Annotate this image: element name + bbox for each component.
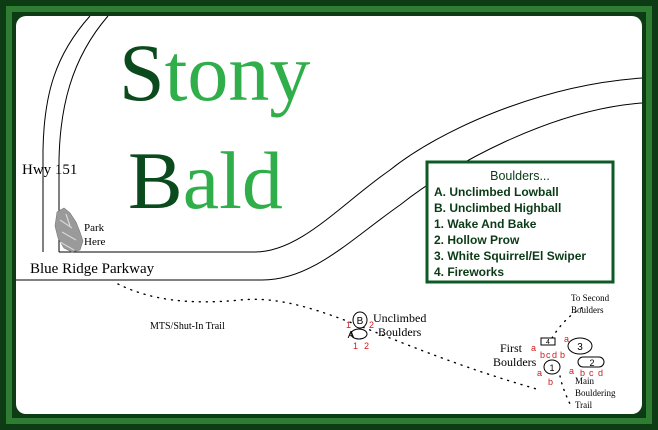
boulder-4-label: 4 xyxy=(546,339,550,346)
parkway-road-bottom-edge xyxy=(16,102,643,281)
legend-item-4: 4. Fireworks xyxy=(434,265,504,279)
main-trail-label-line3: Trail xyxy=(575,400,593,410)
parking-label-line1: Park xyxy=(84,222,105,234)
main-trail-label-line1: Main xyxy=(575,376,594,386)
legend-item-2: 2. Hollow Prow xyxy=(434,233,520,247)
to-second-trail xyxy=(551,305,586,339)
boulder-1[interactable]: 1 xyxy=(543,359,561,375)
unclimbed-area-label-line1: Unclimbed xyxy=(373,311,426,325)
legend-item-b: B. Unclimbed Highball xyxy=(434,201,561,215)
problem-4b: b xyxy=(540,350,545,360)
legend-item-1: 1. Wake And Bake xyxy=(434,217,537,231)
problem-2d: d xyxy=(598,368,603,378)
problem-1b: b xyxy=(548,377,553,387)
title-stony: Stony xyxy=(119,27,310,118)
problem-3a: a xyxy=(564,334,569,344)
title-stony-rest: tony xyxy=(165,27,311,118)
title-bald-rest: ald xyxy=(183,135,283,226)
problem-4d: d xyxy=(552,350,557,360)
boulder-a-label: A xyxy=(348,330,355,341)
legend-heading: Boulders... xyxy=(490,169,550,183)
legend-item-3: 3. White Squirrel/El Swiper xyxy=(434,249,586,263)
problem-ua-2: 2 xyxy=(364,341,369,351)
to-second-label-line1: To Second xyxy=(571,293,610,303)
boulder-1-label: 1 xyxy=(549,363,554,373)
title-stony-initial: S xyxy=(119,27,165,118)
problem-2b: b xyxy=(580,368,585,378)
mts-trail xyxy=(117,283,541,391)
hwy-road-left-edge xyxy=(42,15,91,252)
problem-3b: b xyxy=(560,350,565,360)
problem-2c: c xyxy=(589,368,594,378)
title-bald: Bald xyxy=(128,135,283,226)
parkway-label: Blue Ridge Parkway xyxy=(30,261,155,277)
boulder-b[interactable]: B xyxy=(352,311,368,329)
legend-border xyxy=(425,160,615,284)
hwy-label: Hwy 151 xyxy=(22,162,77,178)
boulder-4[interactable]: 4 xyxy=(540,337,556,346)
problem-2a: a xyxy=(569,366,574,376)
to-second-label-line2: Boulders xyxy=(571,305,604,315)
legend: Boulders... A. Unclimbed Lowball B. Uncl… xyxy=(425,160,615,284)
hwy-road-right-edge xyxy=(58,15,109,252)
problem-ub-1: 1 xyxy=(346,320,351,330)
unclimbed-area-label-line2: Boulders xyxy=(378,325,422,339)
problem-1a: a xyxy=(537,368,542,378)
parking-label-line2: Here xyxy=(84,236,105,248)
boulder-2[interactable]: 2 xyxy=(577,356,605,368)
main-trail-label-line2: Bouldering xyxy=(575,388,616,398)
boulder-a[interactable]: A xyxy=(348,328,368,341)
problem-ub-2: 2 xyxy=(369,320,374,330)
mts-trail-label: MTS/Shut-In Trail xyxy=(150,321,225,332)
first-area-label-line2: Boulders xyxy=(493,355,537,369)
boulder-b-label: B xyxy=(357,316,364,327)
problem-4a: a xyxy=(531,343,536,353)
first-area-label-line1: First xyxy=(500,341,523,355)
boulder-3-label: 3 xyxy=(577,342,583,353)
boulder-2-label: 2 xyxy=(589,358,594,368)
parking-area xyxy=(54,207,84,253)
title-bald-initial: B xyxy=(128,135,183,226)
problem-ua-1: 1 xyxy=(353,341,358,351)
parkway-road-top-edge xyxy=(59,77,643,253)
boulder-3[interactable]: 3 xyxy=(567,337,593,355)
problem-4c: c xyxy=(546,350,551,360)
legend-item-a: A. Unclimbed Lowball xyxy=(434,185,559,199)
